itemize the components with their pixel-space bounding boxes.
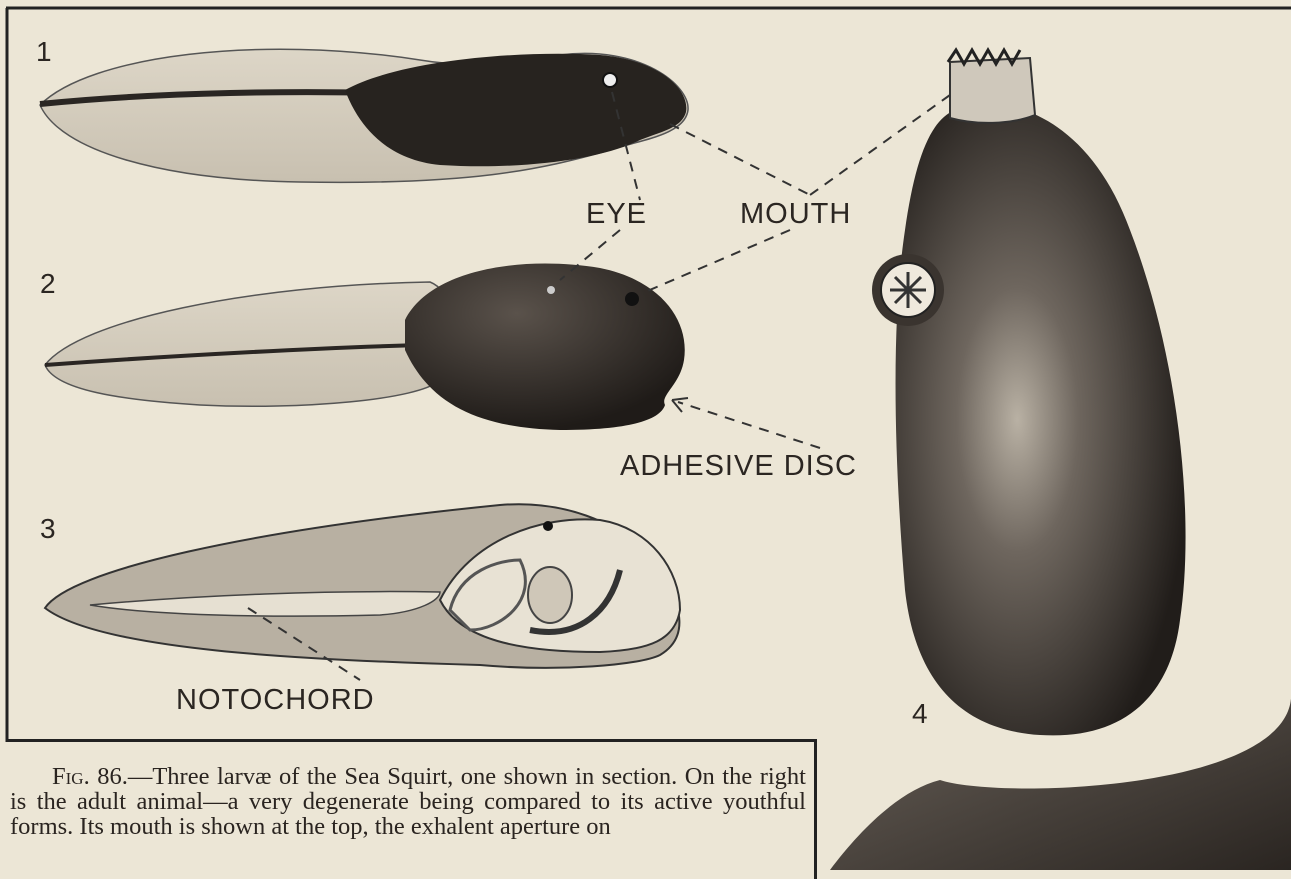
- caption-figure-number: Fig. 86.: [52, 763, 128, 790]
- stage-4-number: 4: [912, 700, 929, 728]
- figure-caption: Fig. 86.—Three larvæ of the Sea Squirt, …: [6, 739, 817, 879]
- eye-label: EYE: [586, 200, 647, 229]
- stage-3-number: 3: [40, 515, 57, 543]
- mouth-label: MOUTH: [740, 200, 851, 229]
- caption-text: —Three larvæ of the Sea Squirt, one show…: [10, 763, 806, 840]
- larva-3: [45, 504, 680, 668]
- adult-sea-squirt: [830, 50, 1291, 870]
- arrow-head: [672, 398, 688, 412]
- adhesive-disc-label: ADHESIVE DISC: [620, 452, 857, 481]
- larva-1: [40, 49, 688, 182]
- stage-1-number: 1: [36, 38, 53, 66]
- notochord-label: NOTOCHORD: [176, 686, 375, 715]
- stage-2-number: 2: [40, 270, 57, 298]
- larva-2: [45, 264, 685, 430]
